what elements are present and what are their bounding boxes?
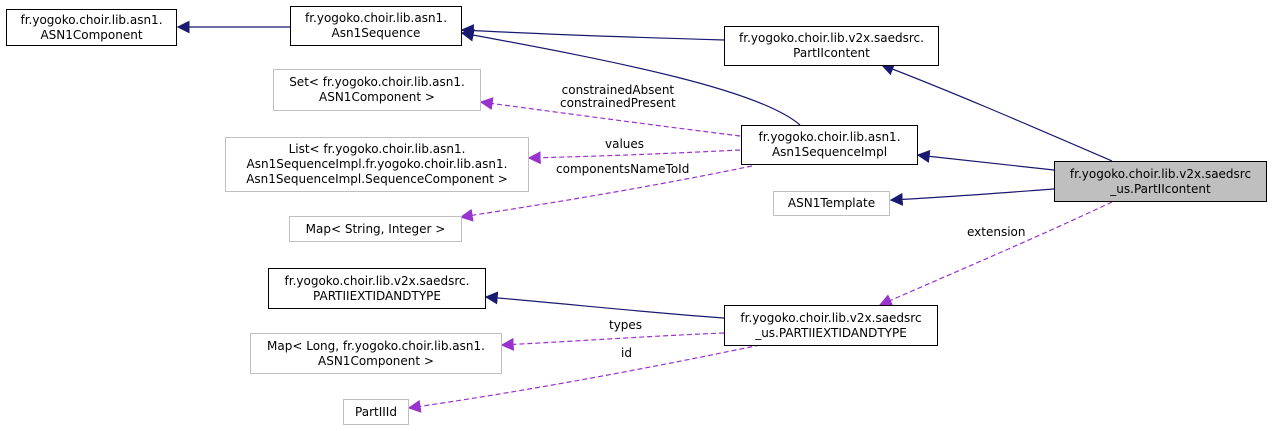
- edge-partiicontent-to-asn1sequence: [460, 24, 725, 41]
- node-list-component[interactable]: List< fr.yogoko.choir.lib.asn1. Asn1Sequ…: [225, 137, 529, 192]
- edge-us-partiicontent-to-asn1template: [889, 188, 1055, 206]
- edge-label-values-text: values: [605, 137, 645, 151]
- node-asn1component-line-1: fr.yogoko.choir.lib.asn1.: [20, 12, 163, 27]
- node-map-long-component-line-1: Map< Long, fr.yogoko.choir.lib.asn1.: [267, 338, 485, 353]
- node-us-partiicontent-line-1: fr.yogoko.choir.lib.v2x.saedsrc: [1069, 166, 1252, 181]
- node-map-string-integer-line-1: Map< String, Integer >: [305, 221, 446, 236]
- edge-label-extension-text: extension: [967, 225, 1026, 239]
- node-map-long-component[interactable]: Map< Long, fr.yogoko.choir.lib.asn1. ASN…: [250, 333, 502, 374]
- node-asn1template[interactable]: ASN1Template: [773, 191, 890, 216]
- edge-label-extension: extension: [967, 226, 1026, 239]
- node-set-component-line-1: Set< fr.yogoko.choir.lib.asn1.: [289, 75, 465, 89]
- edge-label-types: types: [609, 319, 642, 332]
- node-us-partiicontent-line-2: _us.PartIIcontent: [1110, 181, 1211, 196]
- node-partiiid-line-1: PartIIId: [355, 404, 397, 419]
- node-set-component-line-2: ASN1Component >: [319, 90, 435, 104]
- node-us-partiiextidandtype-line-1: fr.yogoko.choir.lib.v2x.saedsrc: [740, 310, 922, 325]
- edge-constrained-to-set: [479, 97, 741, 137]
- edge-asn1sequenceimpl-to-asn1sequence: [460, 28, 801, 126]
- node-asn1component[interactable]: fr.yogoko.choir.lib.asn1. ASN1Component: [6, 9, 177, 46]
- node-partiiextidandtype-line-2: PARTIIEXTIDANDTYPE: [313, 288, 441, 303]
- edge-id-to-partiiid: [407, 344, 761, 413]
- edge-values-to-list: [527, 149, 741, 165]
- edge-label-constrained-absent: constrainedAbsent: [561, 83, 675, 97]
- edge-us-partiicontent-to-asn1sequenceimpl: [916, 149, 1055, 171]
- edge-label-constrained-present: constrainedPresent: [560, 96, 676, 110]
- node-us-partiiextidandtype[interactable]: fr.yogoko.choir.lib.v2x.saedsrc _us.PART…: [724, 305, 938, 346]
- node-asn1sequenceimpl-line-2: Asn1SequenceImpl: [771, 145, 888, 159]
- node-asn1sequenceimpl-line-1: fr.yogoko.choir.lib.asn1.: [758, 130, 901, 144]
- node-asn1sequence[interactable]: fr.yogoko.choir.lib.asn1. Asn1Sequence: [290, 6, 462, 46]
- node-list-component-line-2: Asn1SequenceImpl.fr.yogoko.choir.lib.asn…: [246, 157, 508, 171]
- edge-label-constrained: constrainedAbsent constrainedPresent: [560, 84, 676, 110]
- node-map-long-component-line-2: ASN1Component >: [318, 353, 434, 368]
- node-partiiextidandtype[interactable]: fr.yogoko.choir.lib.v2x.saedsrc. PARTIIE…: [268, 268, 486, 309]
- edge-us-partiiextidandtype-to-partiiextidandtype: [484, 291, 725, 319]
- node-us-partiiextidandtype-line-2: _us.PARTIIEXTIDANDTYPE: [755, 325, 907, 340]
- node-partiicontent[interactable]: fr.yogoko.choir.lib.v2x.saedsrc. PartIIc…: [724, 26, 939, 66]
- node-asn1sequenceimpl[interactable]: fr.yogoko.choir.lib.asn1. Asn1SequenceIm…: [741, 125, 918, 165]
- edge-label-id-text: id: [621, 346, 632, 360]
- edge-types-to-map-long: [500, 332, 725, 351]
- node-us-partiicontent[interactable]: fr.yogoko.choir.lib.v2x.saedsrc _us.Part…: [1054, 161, 1267, 202]
- node-partiicontent-line-1: fr.yogoko.choir.lib.v2x.saedsrc.: [739, 31, 924, 45]
- edge-components-name-to-id-to-map: [459, 165, 753, 222]
- edge-label-types-text: types: [609, 318, 643, 332]
- node-list-component-line-1: List< fr.yogoko.choir.lib.asn1.: [288, 142, 466, 156]
- node-set-component[interactable]: Set< fr.yogoko.choir.lib.asn1. ASN1Compo…: [273, 69, 481, 111]
- edge-label-values: values: [605, 138, 644, 151]
- node-asn1component-line-2: ASN1Component: [40, 27, 143, 42]
- edge-label-components-name-to-id: componentsNameToId: [556, 163, 689, 176]
- node-partiiid[interactable]: PartIIId: [343, 399, 409, 425]
- node-asn1sequence-line-1: fr.yogoko.choir.lib.asn1.: [304, 11, 448, 25]
- edge-us-partiicontent-to-partiicontent: [880, 63, 1113, 162]
- edge-label-components-name-to-id-text: componentsNameToId: [556, 162, 690, 176]
- node-partiicontent-line-2: PartIIcontent: [793, 46, 870, 60]
- node-partiiextidandtype-line-1: fr.yogoko.choir.lib.v2x.saedsrc.: [284, 273, 470, 288]
- node-list-component-line-3: Asn1SequenceImpl.SequenceComponent >: [246, 172, 508, 186]
- node-asn1template-line-1: ASN1Template: [787, 196, 876, 210]
- node-map-string-integer[interactable]: Map< String, Integer >: [289, 216, 462, 242]
- edge-extension: [878, 201, 1113, 307]
- edge-label-id: id: [621, 347, 632, 360]
- node-asn1sequence-line-2: Asn1Sequence: [331, 26, 421, 40]
